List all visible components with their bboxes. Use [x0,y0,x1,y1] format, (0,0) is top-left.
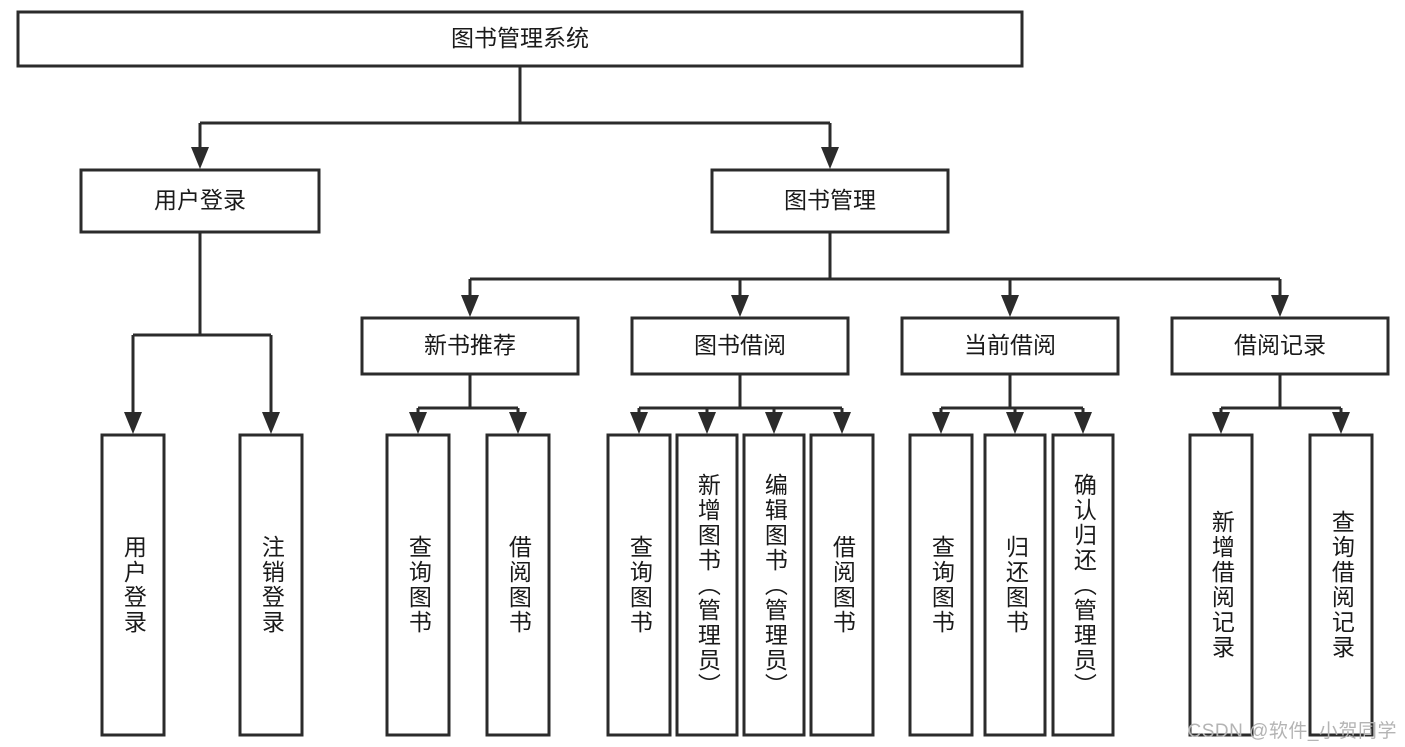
node-box-leaf-add-record[interactable] [1188,433,1254,737]
arrow-head [124,412,142,434]
arrow-head [409,412,427,434]
arrow-head [262,412,280,434]
node-box-leaf-user-login[interactable] [100,433,166,737]
node-box-leaf-borrow-book-1[interactable] [485,433,551,737]
watermark-text: CSDN @软件_小贺同学 [1187,721,1397,742]
node-box-user-login[interactable] [79,168,321,234]
node-label-current-borrow: 当前借阅 [964,332,1056,358]
arrow-head [833,412,851,434]
node-label-root: 图书管理系统 [451,25,589,51]
node-box-leaf-query-book-1[interactable] [385,433,451,737]
node-box-leaf-borrow-book-2[interactable] [809,433,875,737]
arrow-head [1212,412,1230,434]
arrow-head [1001,295,1019,317]
arrow-head [698,412,716,434]
node-label-new-book-rec: 新书推荐 [424,332,516,358]
node-label-user-login: 用户登录 [154,187,246,213]
arrow-head [932,412,950,434]
node-box-book-borrow[interactable] [630,316,850,376]
node-box-root[interactable] [16,10,1024,68]
arrow-head [191,147,209,169]
node-label-book-borrow: 图书借阅 [694,332,786,358]
node-box-current-borrow[interactable] [900,316,1120,376]
arrow-head [731,295,749,317]
arrow-head [1006,412,1024,434]
node-label-book-manage: 图书管理 [784,187,876,213]
arrow-head [1332,412,1350,434]
arrow-head [509,412,527,434]
node-box-leaf-user-logout[interactable] [238,433,304,737]
arrow-head [1074,412,1092,434]
node-box-borrow-record[interactable] [1170,316,1390,376]
node-box-leaf-query-book-2[interactable] [606,433,672,737]
node-box-leaf-query-book-3[interactable] [908,433,974,737]
node-box-leaf-return-book[interactable] [983,433,1047,737]
arrow-head [765,412,783,434]
arrow-head [630,412,648,434]
connector-layer [124,66,1350,434]
arrow-head [1271,295,1289,317]
node-label-borrow-record: 借阅记录 [1234,332,1326,358]
node-box-new-book-rec[interactable] [360,316,580,376]
node-box-book-manage[interactable] [710,168,950,234]
node-box-leaf-edit-book[interactable] [742,433,806,737]
box-layer [16,10,1390,737]
node-box-leaf-confirm-return[interactable] [1051,433,1115,737]
node-box-leaf-query-record[interactable] [1308,433,1374,737]
arrow-head [461,295,479,317]
arrow-head [821,147,839,169]
node-box-leaf-add-book[interactable] [675,433,739,737]
